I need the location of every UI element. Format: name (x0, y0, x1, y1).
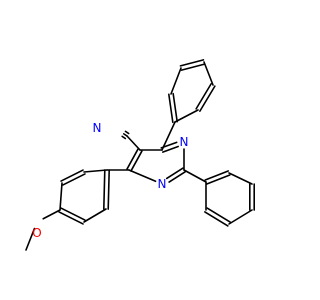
bond-line (58, 211, 84, 225)
bond-line (42, 209, 61, 220)
bond-line (165, 167, 184, 180)
bond-line (121, 135, 127, 140)
molecule-structure: N N N O (25, 59, 255, 251)
bond-line (83, 169, 108, 173)
bond-line (183, 169, 207, 183)
bond-line (170, 67, 182, 95)
bond-line (60, 207, 86, 221)
bond-line (128, 169, 157, 183)
bond-line (199, 85, 216, 112)
atom-label-methoxy-o: O (32, 226, 41, 240)
bond-line (204, 170, 229, 181)
bond-line (206, 174, 231, 185)
bond-line (203, 61, 214, 86)
bond-line (25, 227, 36, 251)
bond-line (161, 121, 176, 151)
atom-label-nitrile-n: N (93, 121, 102, 135)
bond-line (228, 172, 253, 185)
bond-line (62, 173, 86, 186)
molecule-canvas: N N N O (25, 59, 255, 251)
bond-line (126, 148, 139, 170)
bond-line (168, 171, 186, 183)
bond-line (107, 169, 110, 210)
atom-label-ring-n3: N (158, 177, 167, 191)
bond-line (179, 59, 205, 67)
bond-layer (25, 59, 255, 251)
bond-line (168, 93, 174, 124)
bond-line (124, 130, 130, 135)
bond-line (174, 109, 199, 123)
bond-line (206, 207, 231, 223)
bond-line (60, 169, 84, 182)
bond-line (103, 169, 106, 210)
bond-line (172, 92, 178, 123)
bond-line (228, 209, 253, 225)
atom-label-ring-n1: N (180, 135, 189, 149)
bond-line (130, 150, 143, 172)
bond-line (204, 211, 229, 227)
bond-line (195, 83, 212, 110)
atom-label-layer: N N N O (32, 121, 188, 240)
bond-line (59, 182, 63, 211)
bond-line (83, 208, 107, 223)
bond-line (126, 135, 141, 151)
bond-line (161, 145, 179, 153)
bond-line (123, 133, 128, 137)
bond-line (180, 63, 206, 71)
